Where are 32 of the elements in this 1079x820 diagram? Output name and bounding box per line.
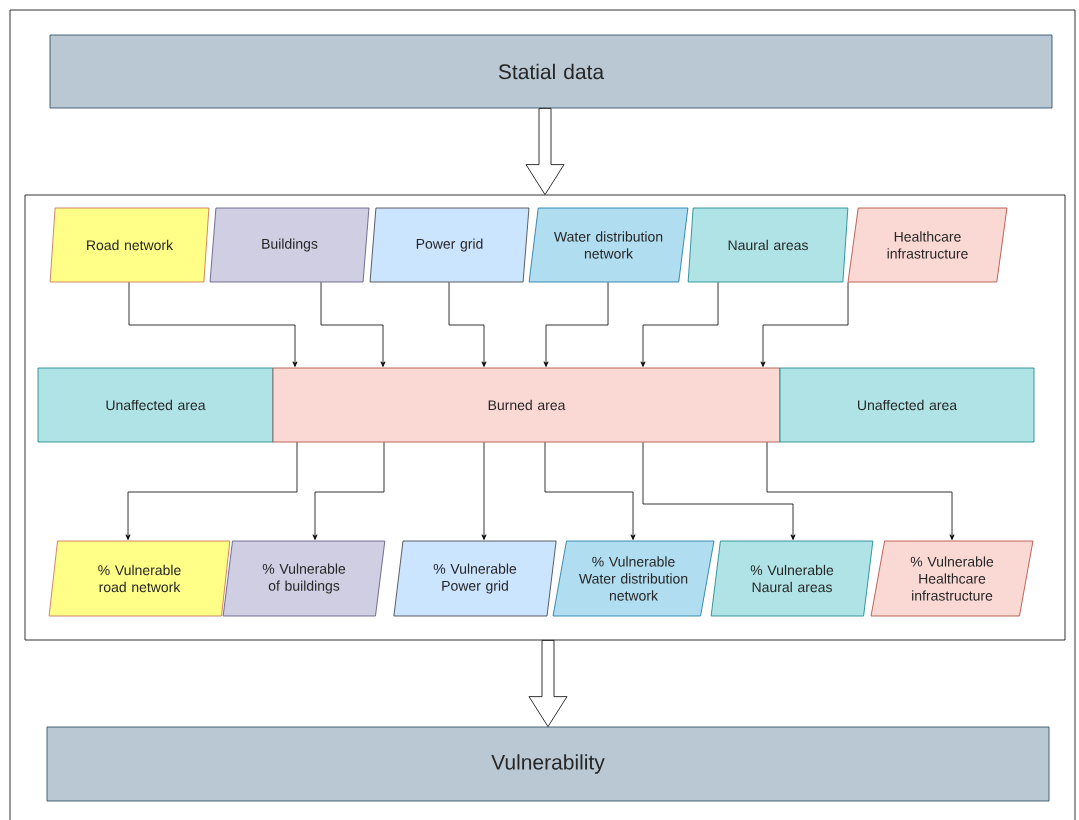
block-arrow <box>528 640 568 727</box>
process-box: Unaffected area <box>779 367 1035 443</box>
data-parallelogram: % Vulnerable Power grid <box>393 540 557 617</box>
arrow <box>312 442 385 540</box>
arrow <box>320 282 386 367</box>
arrow <box>481 442 487 540</box>
data-parallelogram: Power grid <box>369 207 530 283</box>
arrow <box>448 282 487 367</box>
container-box <box>24 194 1066 641</box>
arrow <box>128 282 298 367</box>
data-parallelogram: % Vulnerable Healthcare infrastructure <box>870 540 1034 617</box>
data-parallelogram: % Vulnerable road network <box>48 540 231 617</box>
arrow <box>760 282 849 367</box>
data-parallelogram: % Vulnerable Naural areas <box>710 540 874 617</box>
arrow <box>544 442 636 540</box>
arrow <box>766 442 955 540</box>
process-box: Statial data <box>49 34 1053 109</box>
arrow <box>640 282 719 367</box>
data-parallelogram: % Vulnerable of buildings <box>222 540 386 617</box>
data-parallelogram: Healthcare infrastructure <box>847 207 1008 283</box>
arrow <box>125 442 298 540</box>
arrow <box>543 282 609 367</box>
data-parallelogram: % Vulnerable Water distribution network <box>552 540 715 617</box>
process-box: Vulnerability <box>46 726 1050 802</box>
process-box: Unaffected area <box>37 367 274 443</box>
process-box: Burned area <box>272 367 781 443</box>
data-parallelogram: Water distribution network <box>528 207 689 283</box>
block-arrow <box>525 108 565 195</box>
data-parallelogram: Buildings <box>209 207 370 283</box>
data-parallelogram: Naural areas <box>687 207 849 283</box>
arrow <box>642 442 796 540</box>
data-parallelogram: Road network <box>49 207 210 283</box>
